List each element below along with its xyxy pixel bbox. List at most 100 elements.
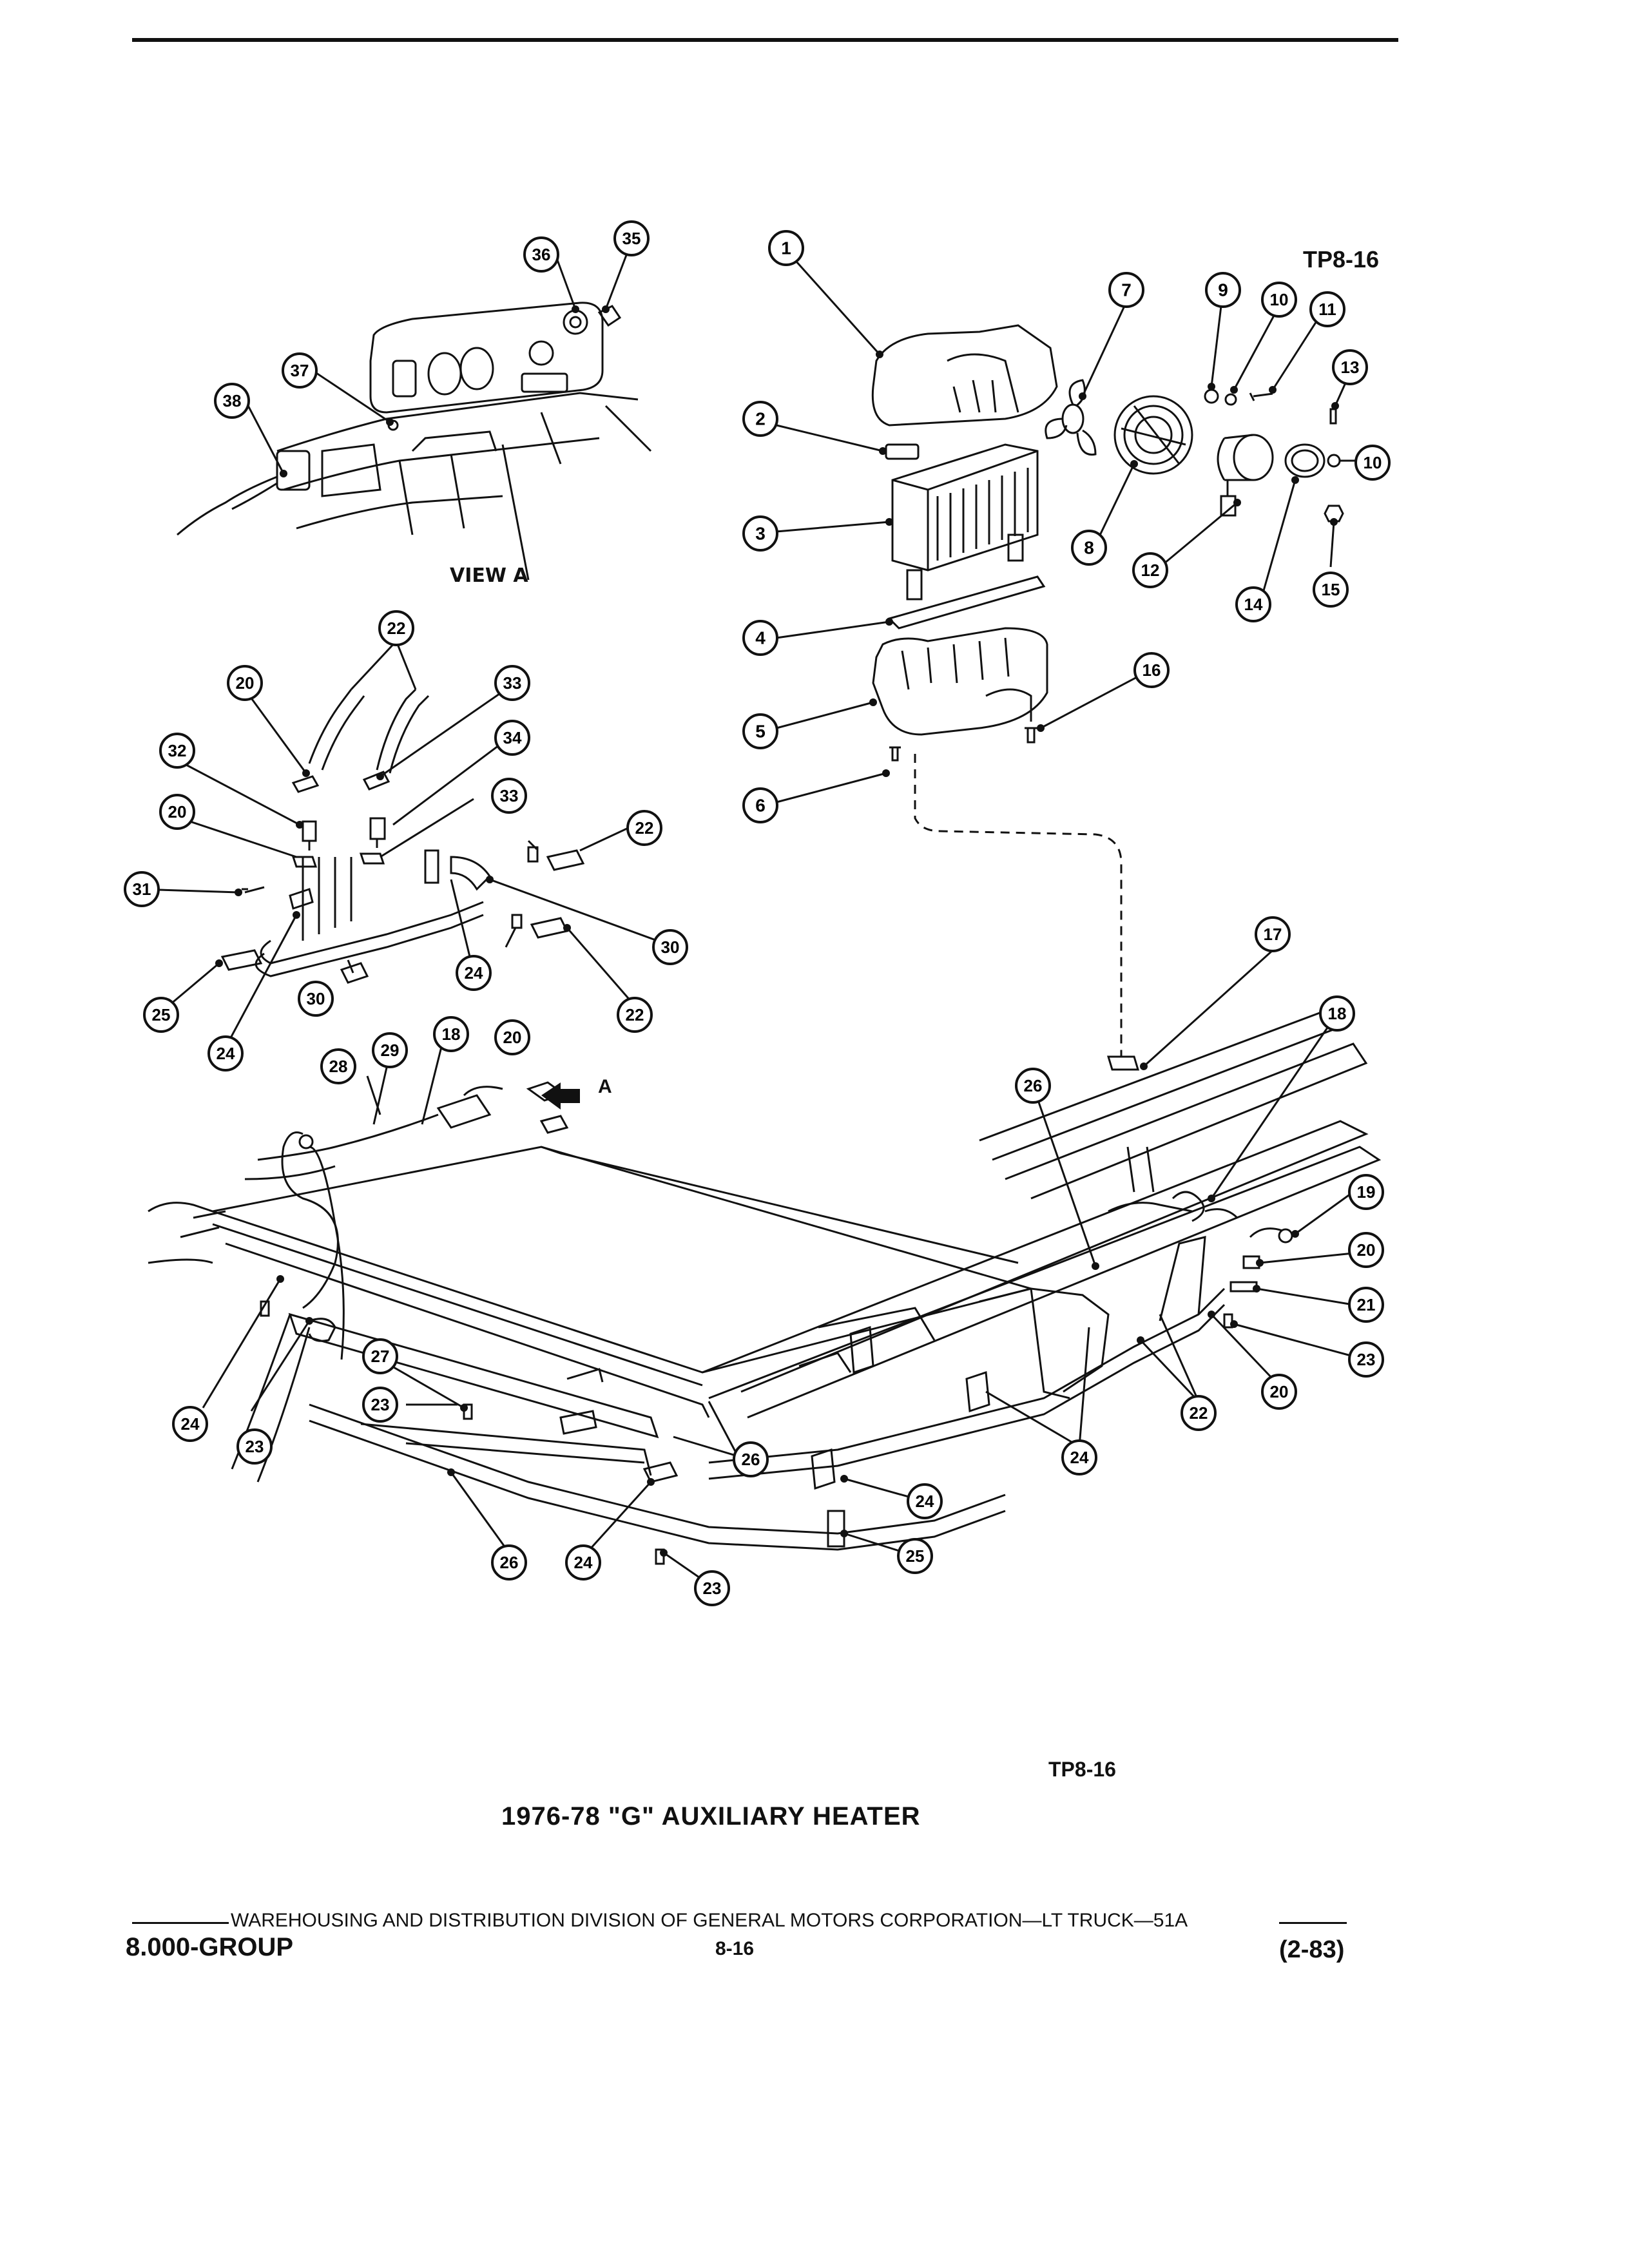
svg-text:25: 25 [152, 1005, 171, 1024]
svg-text:24: 24 [181, 1414, 200, 1434]
svg-text:26: 26 [742, 1450, 760, 1469]
svg-text:21: 21 [1357, 1295, 1376, 1314]
svg-text:20: 20 [1357, 1240, 1376, 1260]
svg-text:22: 22 [1190, 1403, 1208, 1423]
callout-5: 5 [742, 713, 778, 749]
svg-text:7: 7 [1121, 280, 1132, 300]
callout-1: 1 [768, 230, 804, 266]
callout-20e: 20 [227, 665, 263, 701]
svg-text:25: 25 [906, 1546, 925, 1566]
footer-group: 8.000-GROUP [126, 1933, 294, 1961]
svg-text:32: 32 [168, 741, 187, 760]
svg-text:30: 30 [661, 937, 680, 957]
svg-text:23: 23 [246, 1437, 264, 1456]
svg-text:22: 22 [635, 818, 654, 838]
callout-26a: 26 [1015, 1068, 1051, 1104]
svg-text:26: 26 [500, 1553, 519, 1572]
svg-text:1: 1 [781, 238, 791, 258]
callout-23d: 23 [236, 1428, 273, 1465]
footer-date: (2-83) [1279, 1936, 1345, 1963]
callout-34: 34 [494, 720, 530, 756]
callout-33b: 33 [491, 778, 527, 814]
callouts: 1 2 3 4 5 6 7 8 9 10 11 12 13 10 14 15 1… [124, 220, 1391, 1606]
svg-text:6: 6 [755, 796, 766, 816]
callout-14: 14 [1235, 586, 1271, 622]
blower-illustration [1045, 379, 1344, 523]
callout-30a: 30 [652, 929, 688, 965]
svg-text:8: 8 [1084, 538, 1094, 558]
heater-assembly-illustration [871, 324, 1123, 1057]
svg-text:37: 37 [291, 361, 309, 380]
svg-text:16: 16 [1142, 660, 1161, 680]
callout-26c: 26 [733, 1441, 769, 1477]
callout-12: 12 [1132, 552, 1168, 588]
callout-22c: 22 [617, 997, 653, 1033]
callout-23a: 23 [1348, 1341, 1384, 1378]
callout-37: 37 [282, 352, 318, 389]
svg-text:5: 5 [755, 722, 766, 742]
svg-text:14: 14 [1244, 595, 1263, 614]
svg-text:24: 24 [916, 1492, 934, 1511]
callout-32: 32 [159, 733, 195, 769]
svg-text:24: 24 [1070, 1448, 1089, 1467]
callout-20c: 20 [494, 1019, 530, 1055]
callout-2: 2 [742, 401, 778, 437]
svg-text:24: 24 [465, 963, 483, 983]
callout-22d: 22 [378, 610, 414, 646]
svg-text:18: 18 [1328, 1004, 1347, 1023]
callout-11: 11 [1309, 291, 1345, 327]
svg-text:23: 23 [1357, 1350, 1376, 1369]
svg-text:38: 38 [223, 391, 242, 410]
callout-3: 3 [742, 515, 778, 552]
callout-4: 4 [742, 620, 778, 656]
callout-19: 19 [1348, 1174, 1384, 1210]
callout-22a: 22 [1181, 1395, 1217, 1431]
svg-text:23: 23 [371, 1395, 390, 1414]
svg-text:28: 28 [329, 1057, 348, 1076]
callout-10a: 10 [1261, 282, 1297, 318]
svg-text:33: 33 [503, 673, 522, 693]
svg-text:26: 26 [1024, 1076, 1043, 1095]
svg-text:12: 12 [1141, 561, 1160, 580]
svg-text:20: 20 [503, 1028, 522, 1047]
svg-text:27: 27 [371, 1347, 390, 1366]
callout-24a: 24 [1061, 1439, 1097, 1475]
svg-text:20: 20 [236, 673, 255, 693]
callout-18b: 18 [433, 1016, 469, 1052]
figure-code-top: TP8-16 [1303, 246, 1380, 273]
callout-17: 17 [1255, 916, 1291, 952]
callout-24f: 24 [207, 1035, 244, 1072]
callout-22b: 22 [626, 810, 662, 846]
svg-text:33: 33 [500, 786, 519, 805]
callout-7: 7 [1108, 272, 1144, 308]
svg-text:10: 10 [1270, 290, 1289, 309]
footer-rule-left [132, 1922, 229, 1924]
callout-24d: 24 [172, 1406, 208, 1442]
callout-23b: 23 [694, 1570, 730, 1606]
figure-code-bottom: TP8-16 [1048, 1758, 1116, 1781]
svg-text:36: 36 [532, 245, 551, 264]
callout-24c: 24 [565, 1544, 601, 1581]
svg-text:9: 9 [1218, 280, 1228, 300]
callout-18a: 18 [1319, 995, 1355, 1032]
callout-21: 21 [1348, 1287, 1384, 1323]
svg-text:20: 20 [1270, 1382, 1289, 1401]
svg-text:29: 29 [381, 1041, 400, 1060]
callout-6: 6 [742, 787, 778, 823]
callout-28: 28 [320, 1048, 356, 1084]
leader-lines [138, 241, 1356, 1583]
svg-text:30: 30 [307, 989, 325, 1008]
callout-20b: 20 [1261, 1374, 1297, 1410]
callout-33a: 33 [494, 665, 530, 701]
callout-13: 13 [1332, 349, 1368, 385]
callout-24b: 24 [907, 1483, 943, 1519]
svg-text:15: 15 [1322, 580, 1340, 599]
svg-text:24: 24 [217, 1044, 235, 1063]
svg-text:3: 3 [755, 524, 766, 544]
callout-10b: 10 [1354, 445, 1391, 481]
callout-25b: 25 [143, 997, 179, 1033]
svg-text:23: 23 [703, 1579, 722, 1598]
view-arrow-label: A [598, 1076, 612, 1097]
chassis-illustration [148, 1004, 1382, 1565]
